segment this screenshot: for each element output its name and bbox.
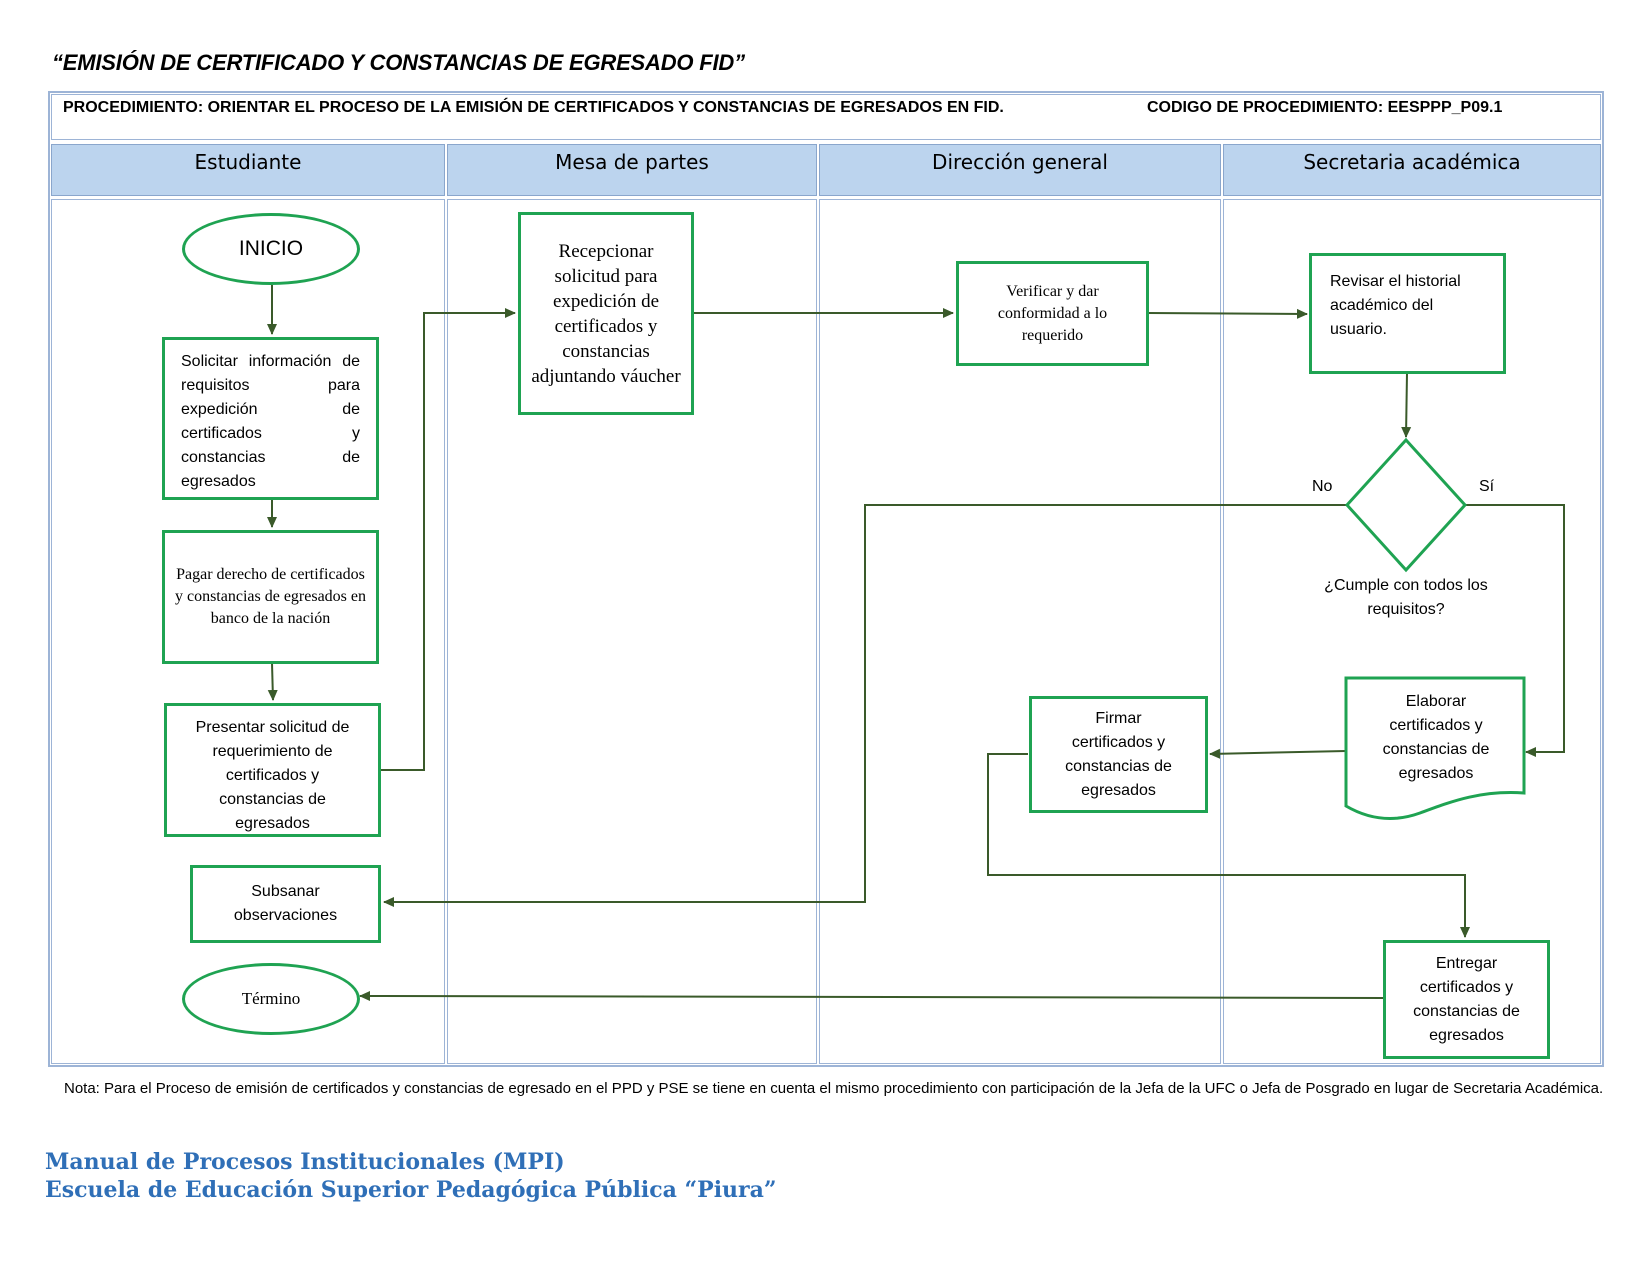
elaborar-label: Elaborar certificados y constancias de e… (1382, 693, 1490, 782)
lane-header-estudiante: Estudiante (51, 144, 445, 196)
subsanar-label: Subsanar observaciones (233, 883, 338, 924)
decision-si-label: Sí (1479, 478, 1495, 495)
recepcionar-label: Recepcionar solicitud para expedición de… (531, 240, 681, 387)
termino-label: Término (241, 989, 301, 1008)
lane-header-direccion-general: Dirección general (819, 144, 1221, 196)
firmar-node: Firmar certificados y constancias de egr… (1029, 696, 1208, 813)
arrow-pagar-to-presentar (267, 662, 278, 701)
arrow-firmar-to-entregar (987, 753, 1470, 938)
firmar-label: Firmar certificados y constancias de egr… (1065, 709, 1172, 799)
solicitar-node: Solicitar información de requisitos para… (162, 337, 379, 500)
arrow-entregar-to-termino (359, 991, 1384, 1002)
verificar-node: Verificar y dar conformidad a lo requeri… (956, 261, 1149, 366)
footer-manual-title: Manual de Procesos Institucionales (MPI) (45, 1149, 565, 1175)
revisar-label: Revisar el historial académico del usuar… (1330, 273, 1461, 338)
inicio-node: INICIO (182, 213, 360, 285)
procedure-header (51, 94, 1601, 140)
arrow-decision-si-to-elaborar (1465, 504, 1565, 757)
arrow-presentar-to-recepcionar (381, 308, 516, 771)
arrow-verificar-to-revisar (1147, 308, 1308, 319)
procedure-name: PROCEDIMIENTO: ORIENTAR EL PROCESO DE LA… (63, 99, 1004, 116)
verificar-label: Verificar y dar conformidad a lo requeri… (997, 282, 1108, 344)
decision-no-label: No (1312, 478, 1333, 495)
lane-direccion-general (819, 199, 1221, 1064)
decision-question: ¿Cumple con todos los requisitos? (1324, 577, 1488, 618)
lane-secretaria-academica (1223, 199, 1601, 1064)
inicio-label: INICIO (238, 237, 304, 260)
arrow-elaborar-to-firmar (1209, 748, 1347, 759)
recepcionar-node: Recepcionar solicitud para expedición de… (518, 212, 694, 415)
lane-header-secretaria-academica: Secretaria académica (1223, 144, 1601, 196)
revisar-node: Revisar el historial académico del usuar… (1309, 253, 1506, 374)
subsanar-node: Subsanar observaciones (190, 865, 381, 943)
arrow-decision-no-to-subsanar (383, 504, 1346, 907)
termino-node: Término (182, 963, 360, 1035)
pagar-node: Pagar derecho de certificados y constanc… (162, 530, 379, 664)
pagar-label: Pagar derecho de certificados y constanc… (174, 566, 367, 627)
procedure-code: CODIGO DE PROCEDIMIENTO: EESPPP_P09.1 (1147, 99, 1503, 116)
entregar-label: Entregar certificados y constancias de e… (1413, 954, 1520, 1044)
entregar-node: Entregar certificados y constancias de e… (1383, 940, 1550, 1059)
decision-diamond (1344, 437, 1468, 573)
footer-institution: Escuela de Educación Superior Pedagógica… (45, 1177, 777, 1203)
footnote: Nota: Para el Proceso de emisión de cert… (64, 1080, 1604, 1097)
presentar-label: Presentar solicitud de requerimiento de … (195, 719, 350, 832)
lane-header-mesa-de-partes: Mesa de partes (447, 144, 817, 196)
lane-mesa-de-partes (447, 199, 817, 1064)
solicitar-label: Solicitar información de requisitos para… (181, 353, 360, 490)
document-title: “EMISIÓN DE CERTIFICADO Y CONSTANCIAS DE… (52, 50, 745, 75)
elaborar-document-shape (1344, 676, 1526, 820)
presentar-node: Presentar solicitud de requerimiento de … (164, 703, 381, 837)
lane-estudiante (51, 199, 445, 1064)
arrow-revisar-to-decision (1401, 372, 1412, 438)
diagram-frame (48, 91, 1604, 1067)
